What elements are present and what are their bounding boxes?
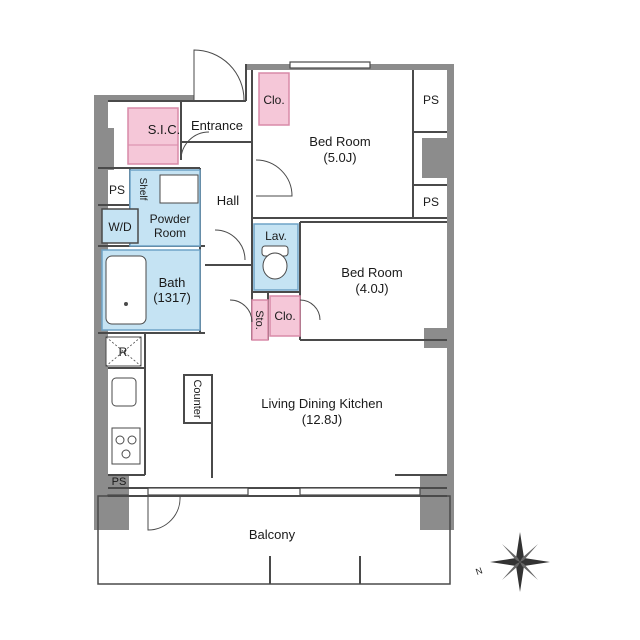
ps-top-right-label: PS [423,93,439,107]
compass-rose-icon: N [474,532,550,592]
hall-label: Hall [217,193,240,208]
ps-bottom-label: PS [112,476,127,488]
bedroom1-name: Bed Room [309,134,370,149]
closet-top-area [258,72,290,126]
compass-north-label: N [474,565,484,577]
bedroom2-size: (4.0J) [355,281,388,296]
counter-label: Counter [191,379,203,418]
sto-label: Sto. [253,310,265,330]
sic-label: S.I.C. [148,122,181,137]
powder-label-1: Powder [150,212,191,226]
labels: Entrance S.I.C. Clo. Bed Room (5.0J) PS … [108,93,439,542]
ldk-name: Living Dining Kitchen [261,396,382,411]
lav-label: Lav. [265,229,287,243]
ldk-size: (12.8J) [302,412,342,427]
windows [107,61,421,497]
balcony-outline [97,495,451,585]
entrance-label: Entrance [191,118,243,133]
sic-area [127,107,179,165]
shelf-label: Shelf [137,178,148,201]
bath-label-1: Bath [159,275,186,290]
ps-left-label: PS [109,183,125,197]
balcony-label: Balcony [249,527,296,542]
kitchen-sink [111,377,137,407]
bath-label-2: (1317) [153,290,191,305]
refrigerator-label: R [119,345,128,359]
closet-mid-label: Clo. [274,309,295,323]
doors [147,49,321,531]
ps-mid-right-label: PS [423,195,439,209]
bedroom1-size: (5.0J) [323,150,356,165]
closet-mid-area [269,295,301,337]
powder-label-2: Room [154,226,186,240]
fixtures [101,72,301,465]
bedroom2-name: Bed Room [341,265,402,280]
stove [111,427,141,465]
wd-area [101,208,139,244]
wd-label: W/D [108,220,132,234]
closet-top-label: Clo. [263,93,284,107]
